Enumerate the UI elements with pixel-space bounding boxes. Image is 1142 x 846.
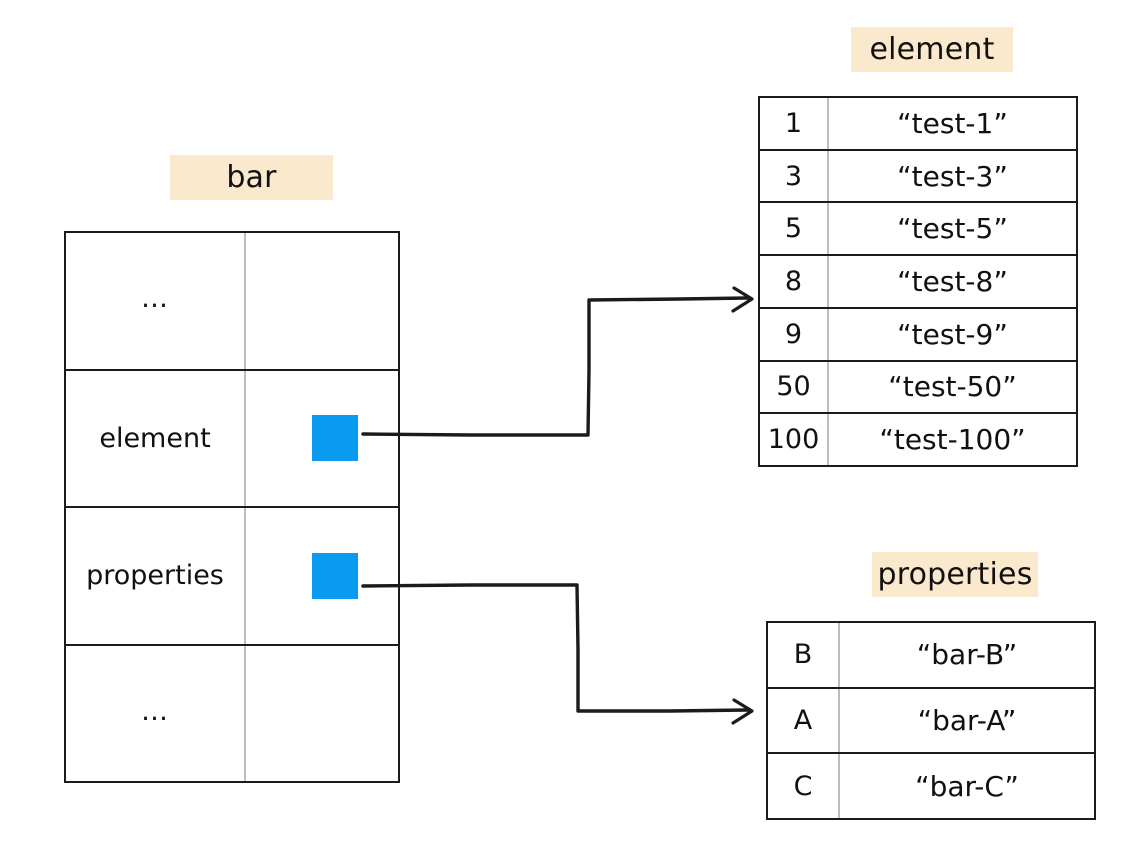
properties-table: B “bar-B” A “bar-A” C “bar-C”	[766, 621, 1096, 820]
element-row-key: 1	[760, 98, 829, 149]
element-table-title: element	[851, 27, 1013, 72]
table-row: 3 “test-3”	[760, 150, 1076, 204]
element-row-key: 9	[760, 308, 829, 360]
bar-row-key: …	[66, 645, 246, 781]
properties-row-value: “bar-A”	[917, 704, 1017, 737]
table-row: 5 “test-5”	[760, 203, 1076, 257]
bar-row-key: …	[66, 233, 246, 369]
bar-row-key-properties: properties	[66, 508, 246, 644]
bar-row-value-element	[246, 371, 398, 507]
table-row: 9 “test-9”	[760, 308, 1076, 362]
table-row: …	[66, 233, 398, 371]
properties-row-value: “bar-B”	[916, 638, 1018, 672]
element-table: 1 “test-1” 3 “test-3” 5 “test-5” 8 “test…	[758, 96, 1078, 467]
ellipsis-label: …	[141, 695, 169, 727]
properties-row-key: C	[768, 754, 840, 819]
properties-pointer-chip-icon[interactable]	[312, 552, 358, 599]
bar-row-key-element: element	[66, 370, 246, 506]
element-pointer-arrow-line	[361, 296, 750, 437]
table-row: 100 “test-100”	[760, 414, 1076, 466]
properties-row-key: B	[768, 623, 840, 687]
properties-pointer-arrow-line	[361, 583, 750, 713]
table-row: B “bar-B”	[768, 623, 1094, 689]
element-row-value: “test-8”	[897, 265, 1008, 299]
element-row-value: “test-3”	[897, 159, 1008, 193]
bar-row-value	[246, 233, 398, 369]
bar-row-value-properties	[246, 508, 398, 644]
element-row-value: “test-100”	[879, 423, 1026, 457]
element-pointer-chip-icon[interactable]	[312, 415, 358, 462]
bar-table: … element properties …	[64, 231, 400, 783]
table-row: C “bar-C”	[768, 754, 1094, 819]
element-row-key: 5	[760, 203, 829, 255]
element-row-value: “test-50”	[888, 370, 1017, 404]
bar-row-value	[246, 646, 398, 782]
element-row-value: “test-9”	[897, 317, 1008, 351]
properties-row-value: “bar-C”	[915, 769, 1019, 803]
ellipsis-label: …	[141, 283, 169, 315]
table-row: properties	[66, 508, 398, 646]
element-row-value: “test-5”	[897, 212, 1008, 246]
table-row: A “bar-A”	[768, 688, 1094, 755]
element-row-key: 3	[760, 150, 829, 202]
table-row: element	[66, 370, 398, 508]
table-row: 1 “test-1”	[760, 98, 1076, 151]
bar-table-title: bar	[170, 155, 333, 200]
properties-row-key: A	[768, 688, 840, 753]
element-row-key: 50	[760, 361, 829, 413]
properties-pointer-arrowhead-icon	[731, 698, 754, 725]
table-row: 50 “test-50”	[760, 361, 1076, 415]
properties-table-title: properties	[872, 552, 1038, 597]
element-row-key: 8	[760, 256, 829, 307]
element-row-key: 100	[760, 414, 829, 466]
element-row-value: “test-1”	[897, 106, 1008, 140]
table-row: …	[66, 645, 398, 782]
element-pointer-arrowhead-icon	[731, 286, 754, 313]
table-row: 8 “test-8”	[760, 256, 1076, 309]
